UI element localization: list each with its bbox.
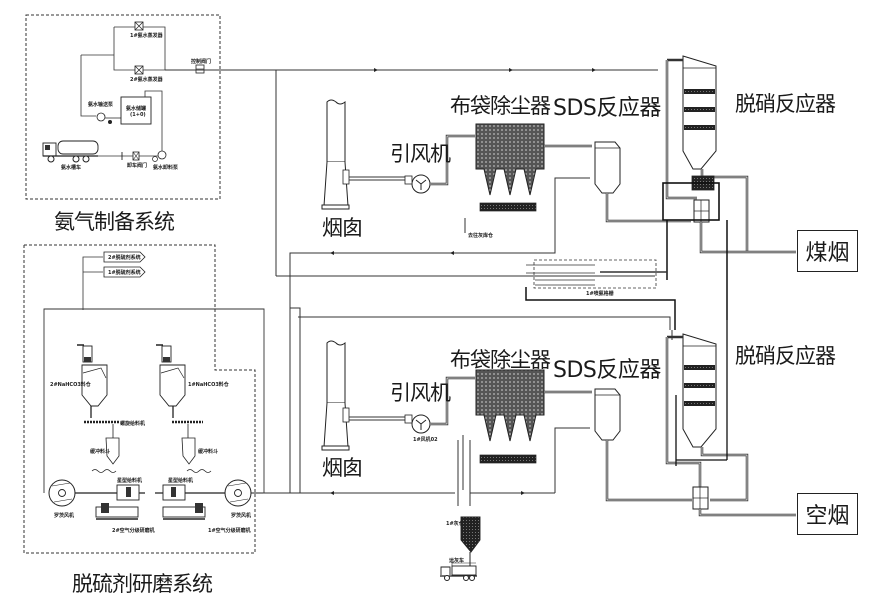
control-valve-label: 控制阀门 bbox=[191, 59, 212, 65]
ammonia-tanker-truck-icon bbox=[42, 140, 99, 163]
ammonia-tank-icon bbox=[120, 96, 152, 125]
ammonia-feed-pump-icon bbox=[96, 112, 106, 122]
tanker-truck-label: 氨水槽车 bbox=[61, 165, 82, 171]
ammonia-system-group bbox=[25, 14, 221, 200]
mill-1-label: 1#空气分级研磨机 bbox=[208, 528, 251, 534]
coal-flue-label: 煤烟 bbox=[805, 241, 850, 266]
ammonia-system-title: 氨气制备系统 bbox=[54, 210, 175, 234]
star-feeder-2-label: 星型给料机 bbox=[117, 478, 143, 484]
ash-to-silo-label: 去往灰库仓 bbox=[468, 233, 494, 239]
blower-right-label: 罗茨风机 bbox=[231, 513, 252, 519]
denitration-reactor-2-icon bbox=[682, 333, 717, 448]
output-tag-1-icon bbox=[103, 266, 146, 278]
star-feeder-1-label: 星型给料机 bbox=[168, 478, 194, 484]
feed-pump-label: 氨水输送泵 bbox=[88, 102, 114, 108]
ammonia-injection-group-1 bbox=[533, 259, 657, 289]
bag-filter-2-label: 布袋除尘器 bbox=[450, 348, 551, 372]
induced-fan-1-icon bbox=[404, 174, 431, 194]
fan-2-tag: 1#风机02 bbox=[413, 437, 438, 443]
roots-blower-left-icon bbox=[48, 479, 76, 507]
induced-fan-2-label: 引风机 bbox=[390, 381, 451, 405]
mill-2-icon bbox=[95, 484, 140, 520]
denitration-reactor-1-label: 脱硝反应器 bbox=[735, 92, 836, 116]
ash-silo-tag: 1#灰仓 bbox=[446, 521, 464, 527]
coal-flue-source-box[interactable]: 煤烟 bbox=[797, 230, 858, 272]
screw-feeder-label: 螺旋给料机 bbox=[120, 421, 146, 427]
air-flue-source-box[interactable]: 空烟 bbox=[797, 493, 858, 535]
output-tag-2-label: 2#脱硫剂系统 bbox=[108, 255, 141, 261]
pipe-network bbox=[263, 177, 673, 506]
silo-2-label: 2#NaHCO3料仓 bbox=[50, 382, 91, 388]
denitration-reactor-2-label: 脱硝反应器 bbox=[735, 344, 836, 368]
unload-valve-label: 卸车阀门 bbox=[127, 163, 148, 169]
hopper-2-label: 缓冲料斗 bbox=[90, 449, 111, 455]
output-tag-1-label: 1#脱硫剂系统 bbox=[108, 270, 141, 276]
ash-truck-tag: 运灰车 bbox=[449, 558, 465, 564]
roots-blower-right-icon bbox=[224, 479, 252, 507]
output-tag-2-icon bbox=[103, 251, 146, 263]
bag-filter-1-label: 布袋除尘器 bbox=[450, 94, 551, 118]
air-flue-label: 空烟 bbox=[805, 504, 850, 529]
denitration-reactor-1-icon bbox=[682, 55, 717, 170]
evaporator-2-label: 2#氨水蒸发器 bbox=[130, 77, 163, 83]
induced-fan-2-icon bbox=[404, 414, 431, 434]
hopper-1-label: 缓冲料斗 bbox=[198, 449, 219, 455]
chimney-2-icon bbox=[321, 340, 350, 451]
silo-2-icon bbox=[77, 344, 108, 418]
line2-group bbox=[321, 320, 796, 581]
silo-1-label: 1#NaHCO3料仓 bbox=[188, 382, 229, 388]
silo-1-icon bbox=[156, 344, 186, 418]
chimney-1-icon bbox=[321, 99, 350, 210]
unload-pump-icon bbox=[157, 150, 167, 160]
ammonia-tank-spec: (1+0) bbox=[130, 112, 146, 118]
blower-left-label: 罗茨风机 bbox=[54, 513, 75, 519]
grinding-system-group bbox=[23, 244, 290, 554]
sds-reactor-1-label: SDS反应器 bbox=[553, 96, 661, 121]
mill-2-label: 2#空气分级研磨机 bbox=[112, 528, 155, 534]
sds-reactor-2-label: SDS反应器 bbox=[553, 358, 661, 383]
sds-reactor-2-icon bbox=[594, 388, 621, 441]
hopper-1-icon bbox=[181, 437, 196, 465]
line1-group bbox=[321, 55, 796, 330]
ammonia-system-boundary bbox=[25, 14, 221, 200]
bag-filter-1-icon bbox=[475, 123, 545, 212]
sds-reactor-1-icon bbox=[594, 141, 621, 194]
ammonia-injection-group-label: 1#喷氨格栅 bbox=[586, 291, 614, 297]
ash-silo-icon bbox=[460, 516, 481, 568]
grinding-system-title: 脱硫剂研磨系统 bbox=[72, 572, 213, 596]
bag-filter-2-icon bbox=[475, 369, 545, 464]
chimney-2-label: 烟囱 bbox=[322, 456, 363, 480]
mill-1-icon bbox=[162, 484, 206, 520]
hopper-2-icon bbox=[105, 437, 120, 465]
grinding-system-boundary bbox=[23, 244, 256, 554]
chimney-1-label: 烟囱 bbox=[322, 216, 363, 240]
induced-fan-1-label: 引风机 bbox=[390, 142, 451, 166]
evaporator-1-label: 1#氨水蒸发器 bbox=[130, 33, 163, 39]
ammonia-tank-label: 氨水储罐 bbox=[126, 106, 147, 112]
unload-pump-label: 氨水卸料泵 bbox=[153, 165, 179, 171]
ash-truck-icon bbox=[440, 562, 477, 581]
